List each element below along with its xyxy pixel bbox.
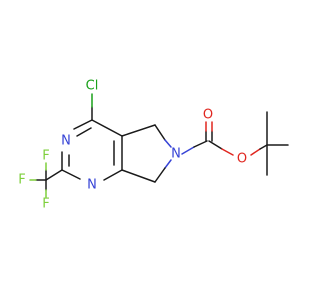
- bond-n6-c7: [164, 159, 172, 169]
- bond-c7-c7a: [121, 169, 156, 183]
- bond-n6-carbonyl-c: [181, 146, 195, 155]
- bond-n6-carbonyl-c-dark: [193, 140, 208, 148]
- bond-c5-n6-dark: [154, 124, 166, 141]
- atom-label-fluorine-top: F: [42, 149, 49, 164]
- atom-label-chlorine: Cl: [86, 79, 99, 94]
- atom-label-nitrogen-n1: N: [87, 178, 97, 193]
- atom-label-oxygen-ester: O: [237, 152, 247, 167]
- atom-label-nitrogen-n3: N: [61, 134, 71, 149]
- bond-n1-c2: [61, 169, 81, 180]
- bond-c4-c4a: [91, 119, 123, 137]
- bond-c-o-ester-dark: [208, 140, 223, 150]
- bond-c2-cf3: [45, 169, 63, 181]
- atom-label-nitrogen-n6: N: [171, 147, 181, 162]
- bond-o-tbu: [250, 148, 261, 156]
- atom-label-fluorine-left: F: [18, 173, 25, 188]
- atom-label-oxygen-carbonyl: O: [203, 108, 213, 123]
- bond-c-o-ester: [221, 148, 234, 156]
- bond-c7a-n1: [103, 169, 123, 181]
- bond-n6-c7-dark: [154, 167, 166, 183]
- molecule-diagram: Cl N N N F F F O O: [18, 79, 289, 212]
- bond-c5-n6: [164, 139, 172, 148]
- structure-svg: Cl N N N F F F O O: [18, 79, 289, 212]
- atom-label-fluorine-bottom: F: [42, 197, 49, 212]
- bond-n3-c4: [73, 119, 93, 130]
- bond-c4a-c5: [121, 124, 156, 137]
- bond-n3-c4-inner: [76, 127, 92, 137]
- bond-o-tbu-dark: [259, 144, 268, 150]
